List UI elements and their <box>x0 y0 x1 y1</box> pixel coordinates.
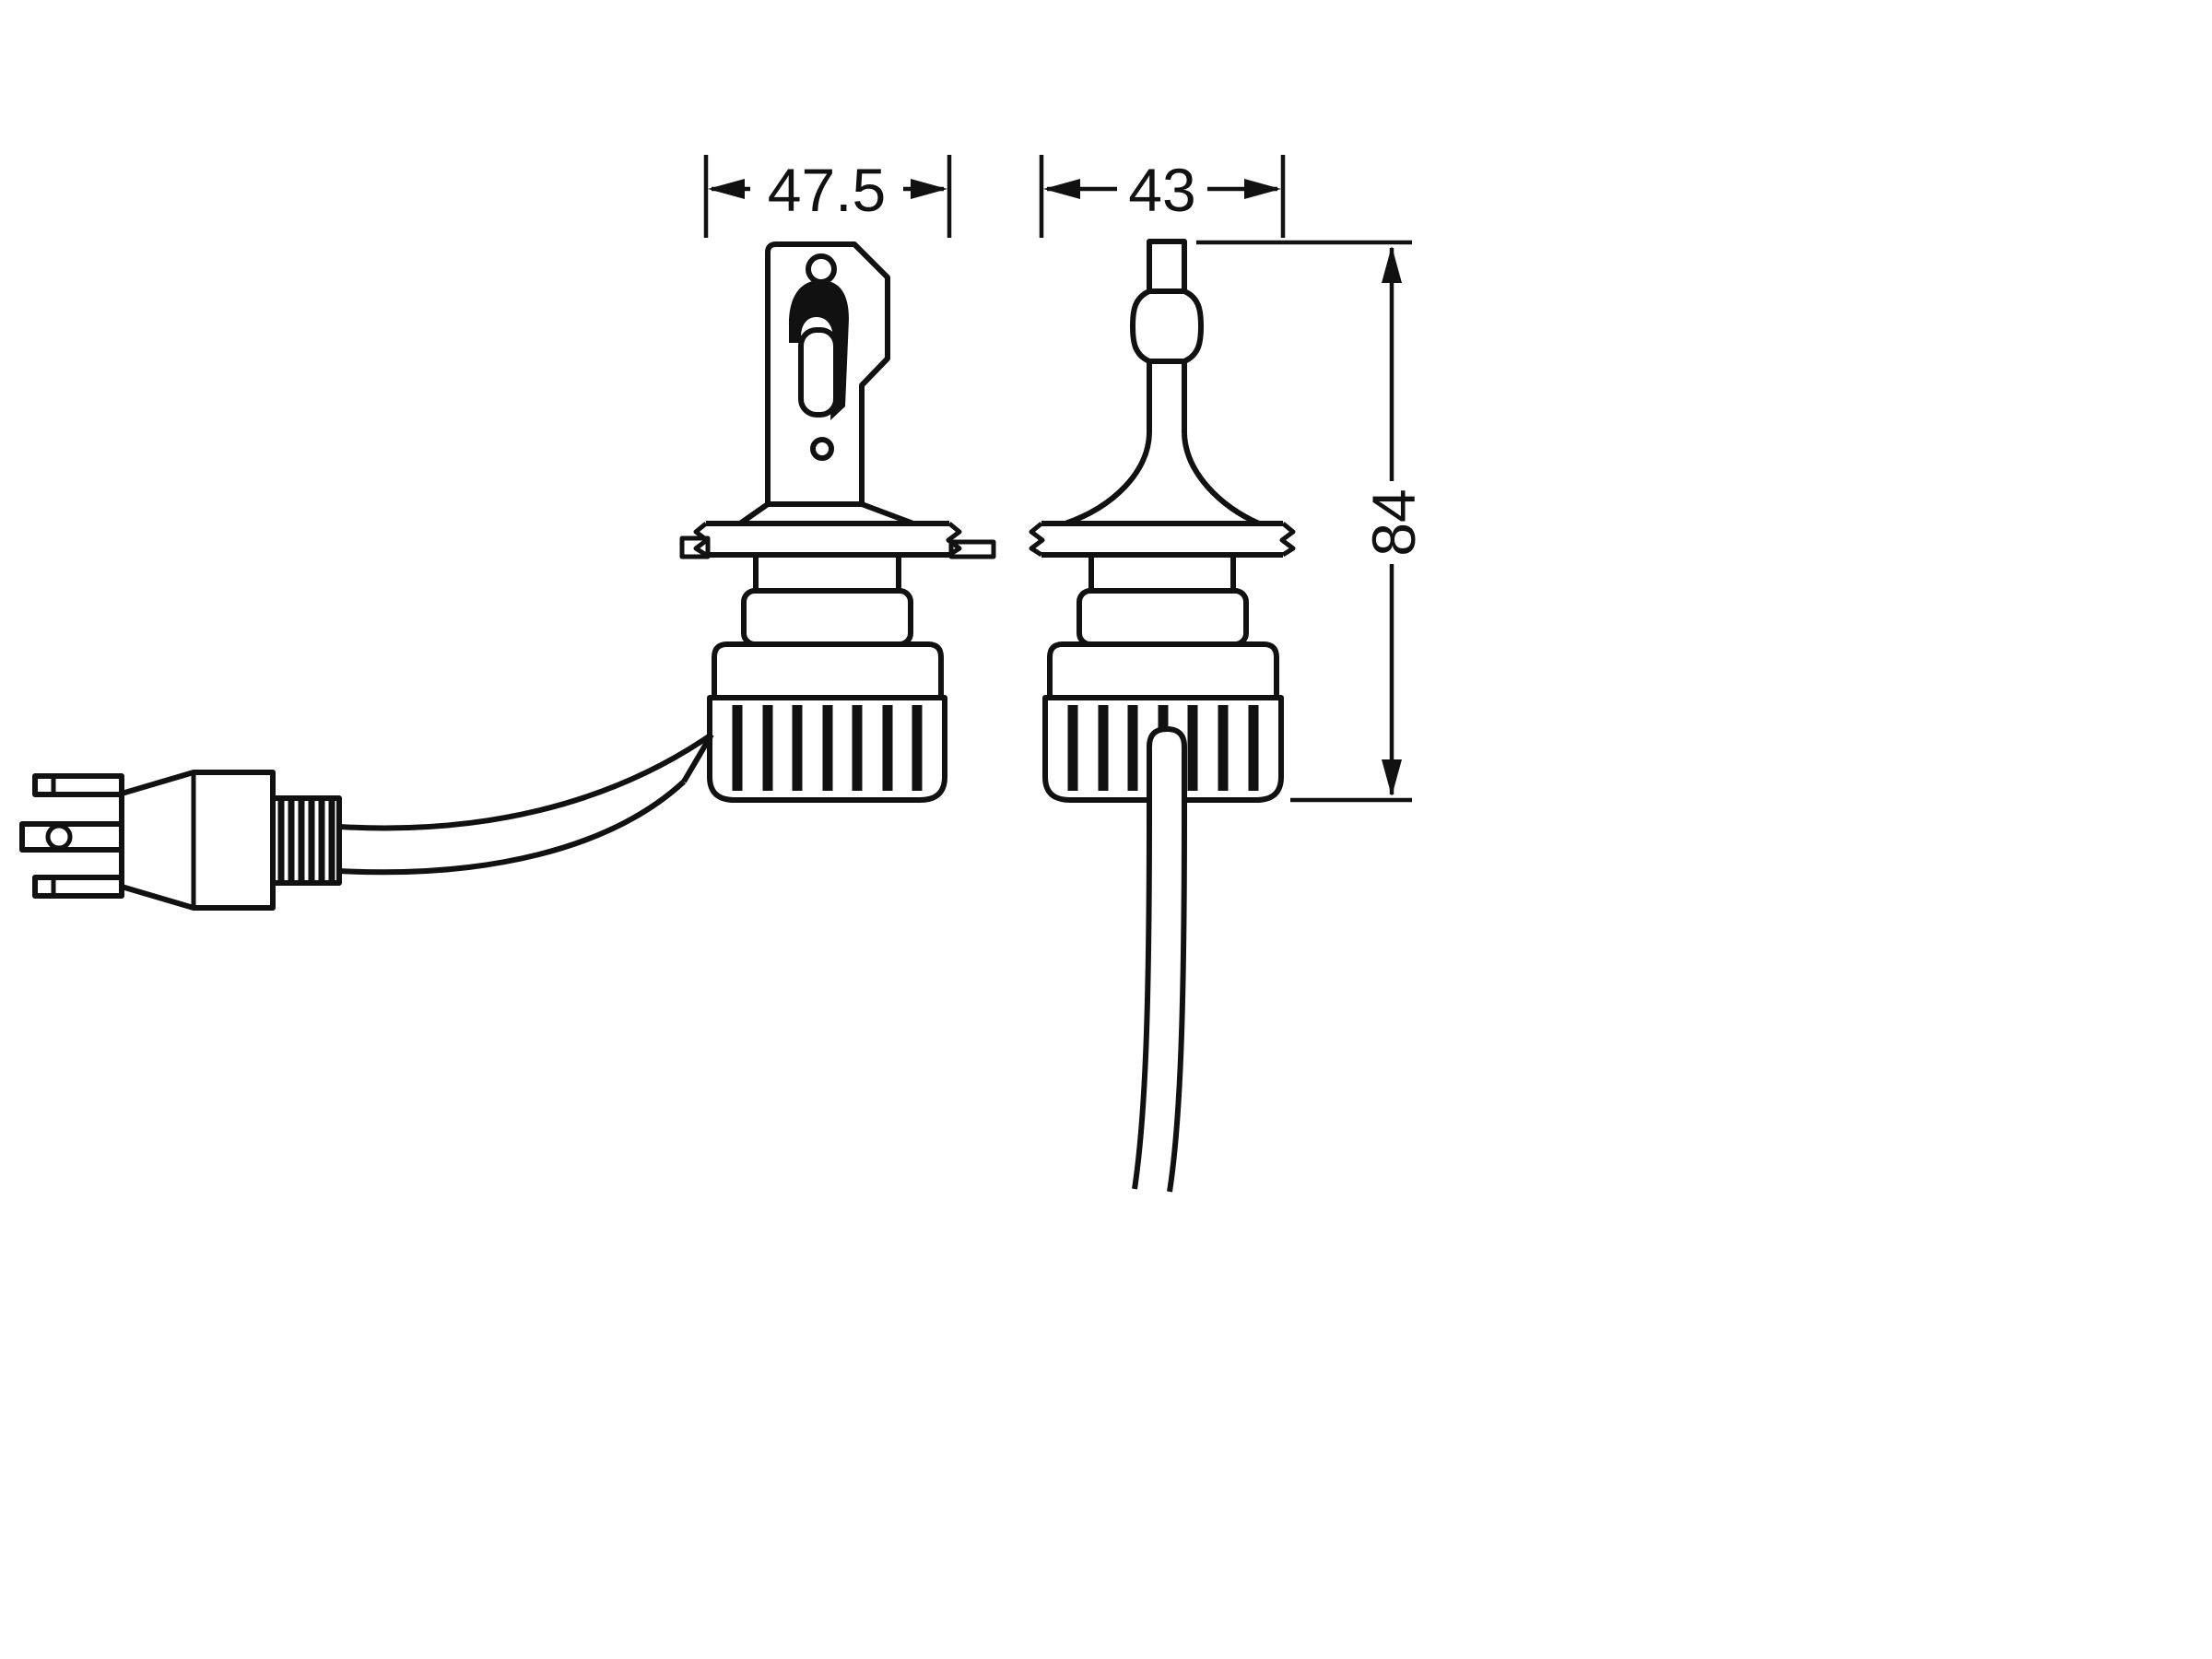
arrowhead-left-icon <box>708 179 745 199</box>
base-band <box>1077 588 1249 647</box>
terminal-blade-bottom <box>32 875 124 899</box>
terminal-hole <box>45 823 73 851</box>
break-line <box>1029 522 1045 558</box>
cable-edge-left <box>1132 810 1152 1190</box>
terminal-blade-top <box>32 773 124 797</box>
front-view-drawing <box>679 241 996 803</box>
bulb-top-body <box>765 241 890 504</box>
cable-and-plug-drawing <box>19 732 714 911</box>
mounting-flange <box>679 521 996 559</box>
dimension-overall-height: 84 <box>1196 240 1428 803</box>
strain-relief-ribs <box>277 800 335 881</box>
plug-terminals <box>19 773 124 899</box>
flare-edge <box>1065 432 1152 526</box>
cap-band <box>1047 641 1279 700</box>
mounting-flange-side <box>1029 521 1296 558</box>
pin-hole <box>806 253 837 285</box>
overall-height-label: 84 <box>1359 488 1428 556</box>
base-band <box>741 588 913 647</box>
arrowhead-up-icon <box>1382 246 1402 283</box>
arrowhead-right-icon <box>911 179 947 199</box>
screw-hole <box>810 437 834 461</box>
cable-edge-top <box>338 732 713 831</box>
index-tab-left <box>679 535 711 559</box>
arrowhead-left-icon <box>1043 179 1080 199</box>
collar-ribs <box>1067 705 1259 791</box>
break-line <box>946 522 962 558</box>
bulb-top-stem <box>1147 239 1187 291</box>
side-width-label: 43 <box>1128 156 1195 224</box>
flare-edge <box>1182 432 1261 526</box>
index-tab-right <box>948 539 996 559</box>
cap-band <box>712 641 944 700</box>
clip-slot <box>798 327 839 418</box>
clip-side-bulge <box>1130 288 1204 364</box>
ribbed-collar <box>1042 695 1284 803</box>
dimension-front-width: 47.5 <box>703 155 952 238</box>
ribbed-collar <box>707 695 947 803</box>
front-width-label: 47.5 <box>768 156 886 224</box>
cable-edge-right <box>1167 810 1187 1193</box>
plug-body <box>119 770 276 911</box>
collar-ribs <box>732 705 923 791</box>
dimension-side-width: 43 <box>1039 155 1286 238</box>
arrowhead-down-icon <box>1382 759 1402 796</box>
side-view-drawing <box>1029 239 1296 1193</box>
flange-transition <box>737 501 916 526</box>
cable-boot-edge <box>681 733 714 783</box>
break-line <box>1279 522 1296 558</box>
terminal-blade-middle <box>19 821 124 853</box>
cable-edge-bottom <box>338 779 687 876</box>
cable-exit-head <box>1147 725 1187 811</box>
arrowhead-right-icon <box>1244 179 1281 199</box>
